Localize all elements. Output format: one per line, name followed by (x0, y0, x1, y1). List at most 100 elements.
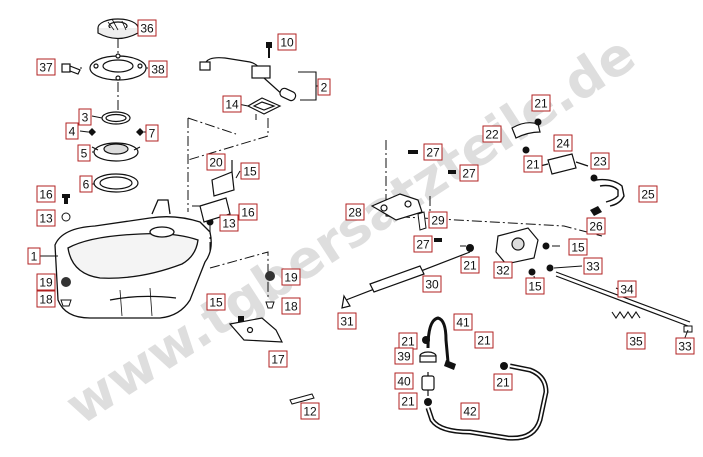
callout-box (453, 313, 473, 331)
callout-37: 37 (36, 58, 56, 76)
callout-24: 24 (553, 134, 573, 152)
callout-33: 33 (583, 257, 603, 275)
callout-29: 29 (428, 211, 448, 229)
callout-box (281, 297, 301, 315)
bolt-10-part (266, 42, 272, 58)
bolt-15d-part (528, 268, 536, 276)
callout-number: 13 (222, 217, 236, 231)
callout-14: 14 (222, 95, 242, 113)
spring-35-part (611, 311, 641, 319)
callout-number: 16 (39, 188, 53, 202)
callout-number: 15 (243, 165, 257, 179)
callout-box (219, 214, 239, 232)
callout-13: 13 (36, 209, 56, 227)
clip-26-part (590, 206, 602, 216)
callout-box (460, 256, 480, 274)
callout-box (675, 337, 695, 355)
callout-box (268, 350, 288, 368)
callout-12: 12 (300, 402, 320, 420)
screw-37-part (61, 63, 81, 75)
callout-21: 21 (460, 256, 480, 274)
rod-30-part (341, 251, 471, 309)
callout-number: 35 (629, 335, 643, 349)
callout-number: 19 (284, 271, 298, 285)
callout-box (206, 293, 226, 311)
hose-22-part (511, 122, 541, 139)
callout-box (222, 95, 242, 113)
callout-22: 22 (482, 125, 502, 143)
callout-number: 21 (526, 158, 540, 172)
callout-40: 40 (394, 372, 414, 390)
callout-36: 36 (137, 19, 157, 37)
callout-box (206, 153, 226, 171)
callout-20: 20 (206, 153, 226, 171)
grommet-18a-part (60, 299, 72, 307)
callout-number: 27 (416, 238, 430, 252)
callout-box (626, 332, 646, 350)
callout-34: 34 (617, 280, 637, 298)
callout-number: 18 (284, 300, 298, 314)
callout-number: 15 (528, 280, 542, 294)
grommet-19a-part (61, 277, 71, 287)
clip-33b-part (683, 325, 693, 333)
callout-box (422, 275, 442, 293)
callout-box (493, 261, 513, 279)
callout-number: 14 (225, 98, 239, 112)
callout-box (525, 277, 545, 295)
callout-1: 1 (27, 247, 41, 265)
fuel-filter-24-part (539, 153, 589, 175)
callout-number: 24 (556, 137, 570, 151)
clamp-23-part (590, 174, 598, 182)
callout-16: 16 (36, 185, 56, 203)
callout-23: 23 (590, 152, 610, 170)
bolt-7-part (136, 128, 144, 136)
clamp-21f-part (424, 398, 432, 406)
callout-box (531, 94, 551, 112)
callout-box (36, 273, 56, 291)
grommet-19b-part (265, 271, 275, 281)
callout-27: 27 (423, 143, 443, 161)
callout-21: 21 (474, 331, 494, 349)
bolt-4-part (88, 128, 96, 136)
callout-box (137, 19, 157, 37)
callout-18: 18 (281, 297, 301, 315)
callout-27: 27 (459, 164, 479, 182)
callout-number: 21 (401, 395, 415, 409)
callout-number: 34 (620, 283, 634, 297)
callout-number: 4 (69, 125, 76, 139)
bolt-27b-part (448, 170, 456, 174)
callout-number: 18 (39, 293, 53, 307)
callout-32: 32 (493, 261, 513, 279)
callout-box (36, 209, 56, 227)
fuel-tank-part (54, 199, 212, 319)
callout-5: 5 (77, 144, 91, 162)
callout-number: 19 (39, 276, 53, 290)
callout-21: 21 (493, 373, 513, 391)
callout-number: 13 (39, 212, 53, 226)
callout-number: 41 (456, 316, 470, 330)
callout-box (148, 60, 168, 78)
callout-box (317, 78, 331, 96)
callout-number: 6 (83, 178, 90, 192)
callout-6: 6 (79, 175, 93, 193)
callout-33: 33 (675, 337, 695, 355)
callout-number: 3 (82, 111, 89, 125)
callout-27: 27 (413, 235, 433, 253)
callout-box (240, 162, 260, 180)
callout-15: 15 (568, 238, 588, 256)
callout-number: 38 (151, 63, 165, 77)
callout-number: 40 (397, 375, 411, 389)
callout-box (413, 235, 433, 253)
bolt-27c-part (434, 238, 442, 242)
rod-34-part (555, 271, 691, 327)
callout-box (77, 144, 91, 162)
callout-7: 7 (145, 124, 159, 142)
bracket-17-part (228, 317, 283, 343)
callout-number: 16 (241, 206, 255, 220)
callout-box (277, 33, 297, 51)
fuel-filler-ring-part (89, 53, 147, 81)
clamp-21d-part (444, 360, 456, 370)
bolt-15c-part (542, 242, 550, 250)
